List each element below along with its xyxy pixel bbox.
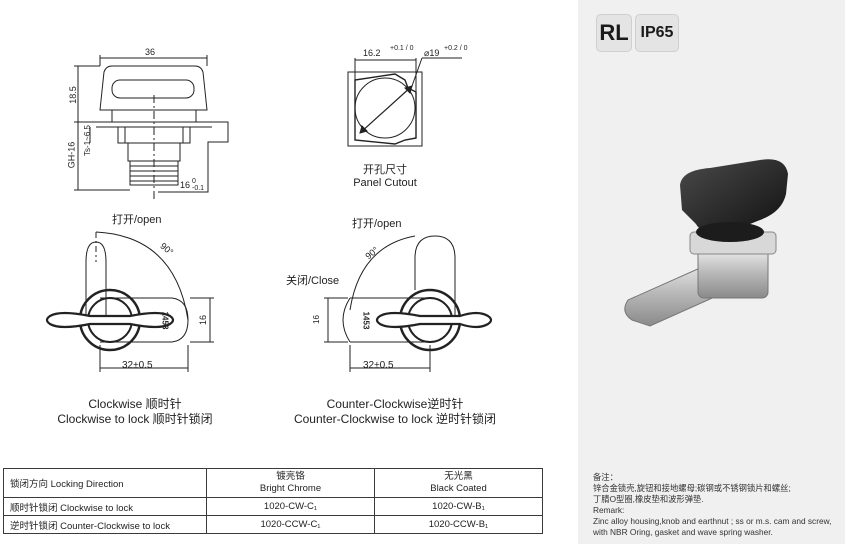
technical-drawing [45, 55, 493, 372]
row-chrome: 1020-CW-C₁ [206, 497, 375, 516]
cutout-label-cn: 开孔尺寸 [363, 164, 407, 176]
dim-ts: Ts-1~6.5 [82, 125, 92, 156]
remark-line1-cn: 锌合金锁壳,旋钮和接地螺母;碳钢或不锈钢锁片和螺丝; [593, 483, 791, 493]
row-chrome: 1020-CCW-C₁ [206, 515, 375, 534]
cutout-dim-width: 16.2 [363, 48, 381, 58]
ccw-engraving: 1453 [361, 311, 371, 330]
dim-cam-tol: 0 -0.1 [192, 178, 205, 192]
ccw-caption-2: Counter-Clockwise to lock 逆时针锁闭 [293, 412, 497, 426]
dim-width-36: 36 [145, 47, 156, 57]
cw-open-label: 打开/open [112, 214, 162, 226]
cw-engraving: 1453 [160, 311, 170, 330]
remark-line2-cn: 丁腈O型圈,橡皮垫和波形弹垫. [593, 494, 704, 504]
cutout-dim-width-tol: +0.1 / 0 [390, 45, 414, 52]
cutout-label-en: Panel Cutout [353, 177, 417, 189]
product-photo [624, 159, 788, 327]
remark-line1-en: Zinc alloy housing,knob and earthnut ; s… [593, 516, 832, 526]
ccw-dim-16: 16 [311, 315, 321, 324]
header-black-cn: 无光黑 [444, 471, 473, 482]
row-black: 1020-CW-B₁ [374, 497, 543, 516]
header-direction: 锁闭方向 Locking Direction [3, 468, 207, 498]
drawing-area: 36 18.5 GH-16 Ts-1~6.5 16 0 -0.1 16.2 +0… [3, 45, 543, 534]
remark-block: 备注： 锌合金锁壳,旋钮和接地螺母;碳钢或不锈钢锁片和螺丝; 丁腈O型圈,橡皮垫… [593, 472, 841, 538]
table-row: 顺时针锁闭 Clockwise to lock 1020-CW-C₁ 1020-… [3, 497, 543, 516]
ccw-close-label: 关闭/Close [286, 275, 340, 287]
row-direction: 逆时针锁闭 Counter-Clockwise to lock [3, 515, 207, 534]
rl-badge: RL [596, 14, 632, 52]
cw-caption-1: Clockwise 顺时针 [88, 397, 182, 411]
dim-cam-16: 16 [180, 180, 191, 190]
ccw-dim-32: 32±0.5 [363, 360, 394, 371]
row-direction: 顺时针锁闭 Clockwise to lock [3, 497, 207, 516]
table-header-row: 锁闭方向 Locking Direction 镀亮铬 Bright Chrome… [3, 468, 543, 498]
header-chrome-cn: 镀亮铬 [276, 471, 305, 482]
ip65-badge: IP65 [635, 14, 679, 52]
remark-title-cn: 备注： [593, 472, 618, 482]
cutout-dim-dia-tol: +0.2 / 0 [444, 45, 468, 52]
spec-table: 锁闭方向 Locking Direction 镀亮铬 Bright Chrome… [3, 468, 543, 534]
row-black: 1020-CCW-B₁ [374, 515, 543, 534]
ccw-caption-1: Counter-Clockwise逆时针 [326, 397, 464, 411]
remark-title-en: Remark: [593, 505, 625, 515]
header-chrome: 镀亮铬 Bright Chrome [206, 468, 375, 498]
ccw-open-label: 打开/open [352, 218, 402, 230]
dim-height-18-5: 18.5 [67, 86, 78, 104]
header-black-en: Black Coated [430, 483, 487, 494]
cw-caption-2: Clockwise to lock 顺时针锁闭 [57, 412, 213, 426]
cutout-dim-dia: ⌀19 [424, 48, 440, 58]
header-chrome-en: Bright Chrome [259, 483, 322, 494]
table-row: 逆时针锁闭 Counter-Clockwise to lock 1020-CCW… [3, 515, 543, 534]
cw-dim-16: 16 [198, 314, 209, 326]
header-black: 无光黑 Black Coated [374, 468, 543, 498]
remark-line2-en: with NBR Oring, gasket and wave spring w… [593, 527, 773, 537]
dim-gh-16: GH-16 [66, 141, 77, 169]
cw-dim-32: 32±0.5 [122, 360, 153, 371]
